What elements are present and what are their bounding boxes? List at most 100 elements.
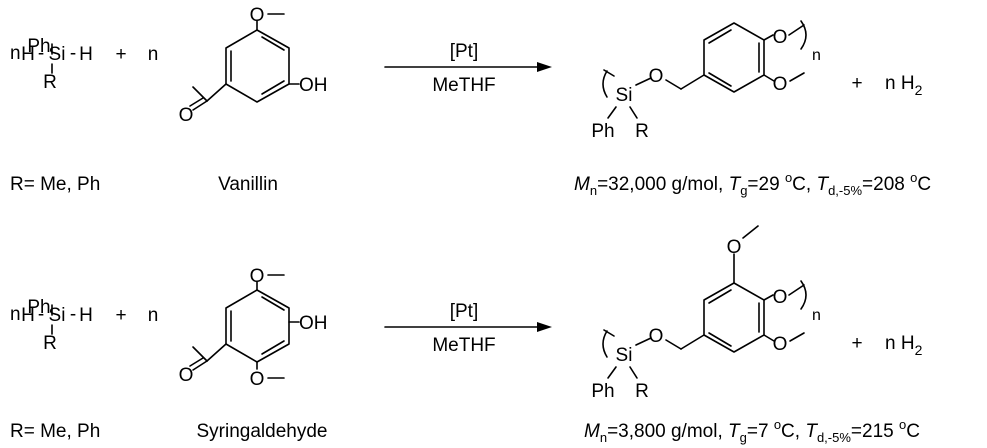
mn-symbol: M <box>584 421 600 442</box>
celsius-unit: C <box>906 421 920 442</box>
bond-ring-formyl <box>206 83 227 102</box>
polymer-silicon: Si <box>616 85 633 106</box>
byproduct-main: n H <box>885 73 915 94</box>
bond-ring-methoxy-o <box>763 334 775 342</box>
ring-double-bond <box>708 29 732 44</box>
tg-subscript: g <box>740 430 747 445</box>
silane-bond-dash-left: - <box>38 304 44 325</box>
hydrogen-byproduct-1: + n H2 <box>851 73 922 98</box>
aldehyde-coefficient: n <box>148 44 159 65</box>
catalyst-label: [Pt] <box>450 301 479 322</box>
repeat-unit-open-bracket <box>602 330 608 358</box>
bond-chain-end <box>788 284 805 296</box>
byproduct-subscript: 2 <box>915 342 923 358</box>
benzene-ring <box>225 289 290 363</box>
polymer-r-group: R <box>635 121 649 142</box>
byproduct-main: n H <box>885 333 915 354</box>
silane-coefficient: n <box>10 304 21 325</box>
ring-double-bond <box>261 80 285 95</box>
repeat-unit-subscript: n <box>812 47 821 64</box>
ring-double-bond <box>708 289 732 304</box>
methoxy-oxygen: O <box>773 74 788 95</box>
carbonyl-oxygen: O <box>179 365 194 386</box>
bond-si-o <box>635 337 652 346</box>
bond-formyl-co <box>192 360 208 371</box>
bond-formyl-h <box>192 86 208 102</box>
plus-sign: + <box>851 333 862 354</box>
repeat-unit-subscript: n <box>812 307 821 324</box>
bond-si-r <box>629 366 638 379</box>
byproduct-formula: n H2 <box>885 333 923 358</box>
chain-oxygen: O <box>773 287 788 308</box>
plus-sign: + <box>851 73 862 94</box>
silane-silicon: Si <box>49 44 66 65</box>
aldehyde-coefficient: n <box>148 305 159 326</box>
bond-methoxy-methyl <box>789 332 805 342</box>
catalyst-label: [Pt] <box>450 41 479 62</box>
bond-methoxy-methyl <box>789 72 805 82</box>
tg-value: =7 <box>747 421 774 442</box>
silane-bond-dash-left: - <box>38 43 44 64</box>
bond-si-o <box>635 77 652 86</box>
silane-r-group: R <box>43 333 57 354</box>
celsius-unit: C <box>917 174 931 195</box>
bond-formyl-co-second <box>189 97 204 107</box>
td-subscript: d,-5% <box>817 430 851 445</box>
celsius-unit: C, <box>792 174 816 195</box>
methoxy-oxygen-top: O <box>727 237 742 258</box>
bond-ch2-ring <box>680 334 705 350</box>
td-value: =208 <box>862 174 910 195</box>
polymer-phenyl: Ph <box>591 381 614 402</box>
bond-si-r <box>629 106 638 119</box>
tg-symbol: T <box>728 421 741 442</box>
mn-value: =3,800 g/mol, <box>607 421 728 442</box>
polymer-ether-oxygen: O <box>649 326 664 347</box>
repeat-unit-close-bracket <box>800 280 807 310</box>
silane-bond-dash-right: - <box>70 304 76 325</box>
aldehyde-name: Vanillin <box>218 174 278 195</box>
bond-ch2-ring <box>680 74 705 90</box>
bond-formyl-co <box>192 100 208 111</box>
tg-subscript: g <box>740 183 747 198</box>
ring-double-bond <box>261 36 285 51</box>
silane-hydrogen-right: H <box>79 44 93 65</box>
degree-mark: o <box>910 170 917 185</box>
td-subscript: d,-5% <box>828 183 862 198</box>
silane-phenyl: Ph <box>27 297 50 318</box>
bond-si-ph <box>607 366 617 379</box>
bond-si-ph <box>607 106 617 119</box>
ring-double-bond <box>708 332 732 347</box>
td-symbol: T <box>805 421 818 442</box>
mn-symbol: M <box>574 174 590 195</box>
solvent-label: MeTHF <box>432 335 495 356</box>
polymer-ether-oxygen: O <box>649 66 664 87</box>
benzene-ring <box>225 29 290 103</box>
bond-methoxy-methyl <box>742 225 759 239</box>
polymer-silicon: Si <box>616 345 633 366</box>
aldehyde-name: Syringaldehyde <box>197 421 328 442</box>
silane-hydrogen-right: H <box>79 305 93 326</box>
polymer-properties: Mn=3,800 g/mol, Tg=7 oC, Td,-5%=215 oC <box>584 417 920 445</box>
byproduct-subscript: 2 <box>915 82 923 98</box>
silane-monomer-2: n Ph H - Si - H R <box>10 297 93 354</box>
hydroxyl-group: OH <box>299 313 328 334</box>
methoxy-oxygen-bottom: O <box>250 369 265 390</box>
bond-ring-chain-o <box>763 34 774 41</box>
tg-symbol: T <box>729 174 742 195</box>
silane-r-group: R <box>43 72 57 93</box>
mn-value: =32,000 g/mol, <box>597 174 729 195</box>
syringaldehyde-structure: O OH O O <box>179 266 328 390</box>
degree-mark: o <box>774 417 781 432</box>
hydrogen-byproduct-2: + n H2 <box>851 333 922 358</box>
polymer-r-group: R <box>635 381 649 402</box>
bond-formyl-h <box>192 346 208 362</box>
bond-chain-si <box>603 329 615 337</box>
substituent-label: R= Me, Ph <box>10 174 100 195</box>
polymer-product-1: Si O O n O Ph R <box>591 20 821 142</box>
bond-ring-formyl <box>206 343 227 362</box>
plus-sign: + <box>115 44 126 65</box>
benzene-ring <box>703 22 765 93</box>
reaction-arrow-1: [Pt] MeTHF <box>384 41 552 96</box>
ring-double-bond <box>708 72 732 87</box>
substituent-label: R= Me, Ph <box>10 421 100 442</box>
